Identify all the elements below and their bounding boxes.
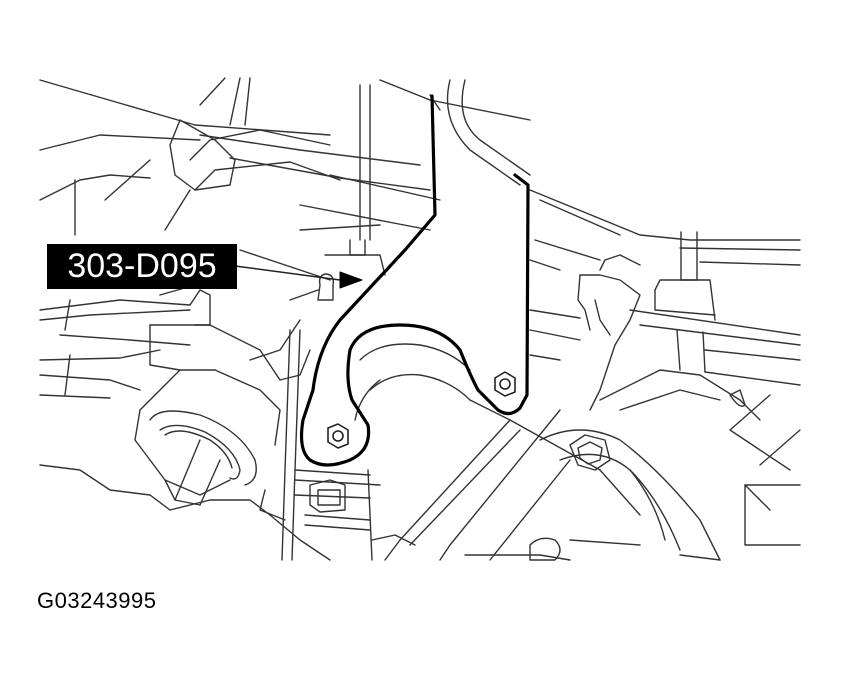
figure-id: G03243995 <box>37 588 157 613</box>
tool-number: 303-D095 <box>67 247 217 285</box>
tool-callout-label: 303-D095 <box>47 244 237 289</box>
